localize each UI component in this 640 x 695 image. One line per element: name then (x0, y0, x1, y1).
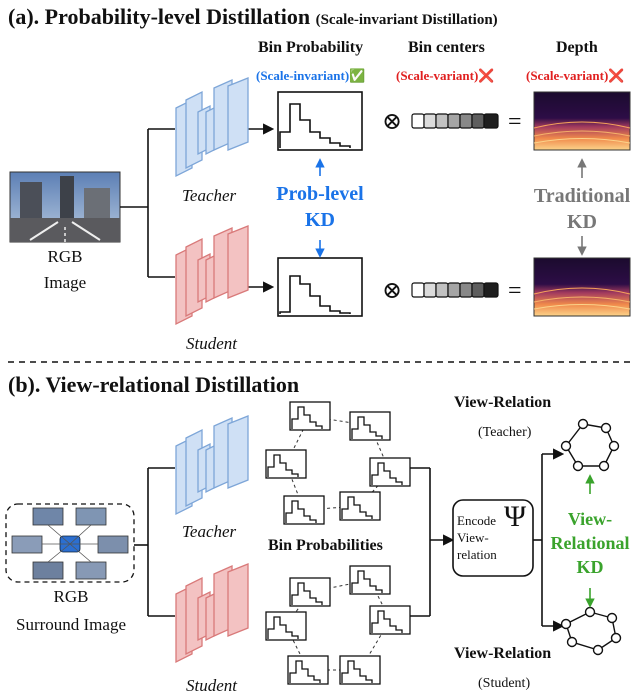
student-ring-histogram (339, 655, 381, 685)
otimes-symbol-student: ⊗ (382, 278, 403, 304)
teacher-ring-histogram (339, 491, 381, 521)
section-b-title: (b). View-relational Distillation (8, 372, 300, 397)
trad-kd-label-1: Traditional (533, 185, 631, 207)
encode-label-2: View- (457, 530, 489, 545)
teacher-network-b (175, 415, 249, 516)
branch-lines-a (120, 123, 275, 293)
rgb-label-b-2: Surround Image (15, 615, 126, 634)
trad-kd-label-2: KD (567, 211, 597, 233)
view-relation-teacher-paren: (Teacher) (478, 425, 532, 440)
view-relation-teacher-title: View-Relation (454, 394, 552, 411)
rgb-label-a-2: Image (43, 273, 87, 292)
bin-probability-ring-student (265, 565, 411, 685)
teacher-ring-histogram (369, 457, 411, 487)
depth-map-teacher (533, 91, 631, 151)
teacher-ring-histogram (283, 495, 325, 525)
vr-kd-label-1: View- (567, 509, 613, 529)
vr-kd-label-3: KD (576, 557, 604, 577)
tag-scale-variant-centers: (Scale-variant)❌ (396, 68, 495, 83)
col-bin-centers: Bin centers (408, 39, 485, 56)
teacher-label-b: Teacher (182, 522, 237, 541)
bin-centers-bar-student (411, 282, 499, 298)
bin-probability-ring-teacher (265, 401, 411, 525)
student-ring-histogram (369, 605, 411, 635)
surround-images (5, 503, 135, 583)
teacher-network-a (175, 77, 249, 178)
encode-label-3: relation (457, 547, 497, 562)
bin-centers-bar-teacher (411, 113, 499, 129)
equals-symbol-teacher: = (508, 109, 522, 135)
tag-scale-variant-depth: (Scale-variant)❌ (526, 68, 625, 83)
section-a-title: (a). Probability-level Distillation (Sca… (8, 6, 498, 28)
depth-map-student (533, 257, 631, 317)
teacher-ring-histogram (289, 401, 331, 431)
student-label-a: Student (186, 334, 237, 353)
student-ring-histogram (289, 577, 331, 607)
view-relation-student-paren: (Student) (478, 676, 531, 691)
view-relation-student-title: View-Relation (454, 645, 552, 662)
vr-kd-label-2: Relational (550, 533, 630, 553)
student-network-a (175, 225, 249, 326)
student-label-b: Student (186, 676, 237, 695)
encode-view-relation-box (452, 499, 534, 577)
tag-scale-invariant: (Scale-invariant)✅ (256, 68, 366, 83)
encode-label-1: Encode (457, 513, 496, 528)
teacher-ring-histogram (349, 411, 391, 441)
branch-lines-b (134, 448, 565, 632)
section-a-title-main: (a). Probability-level Distillation (8, 4, 311, 29)
view-relation-graph-teacher (560, 418, 620, 472)
rgb-label-b-1: RGB (53, 587, 89, 606)
bin-probabilities-label: Bin Probabilities (268, 537, 383, 554)
prob-kd-label-1: Prob-level (276, 183, 364, 205)
student-ring-histogram (265, 611, 307, 641)
prob-kd-label-2: KD (305, 209, 335, 231)
section-a-subtitle: (Scale-invariant Distillation) (315, 12, 498, 28)
teacher-ring-histogram (265, 449, 307, 479)
otimes-symbol-teacher: ⊗ (382, 109, 403, 135)
rgb-image (9, 171, 121, 243)
psi-symbol: Ψ (504, 500, 527, 533)
student-ring-histogram (349, 565, 391, 595)
teacher-label-a: Teacher (182, 186, 237, 205)
student-ring-histogram (287, 655, 329, 685)
rgb-label-a-1: RGB (47, 247, 83, 266)
bin-probability-histogram-teacher (277, 91, 363, 151)
student-network-b (175, 563, 249, 664)
equals-symbol-student: = (508, 278, 522, 304)
col-bin-probability: Bin Probability (258, 39, 364, 56)
col-depth: Depth (556, 39, 598, 56)
view-relation-graph-student (560, 606, 622, 656)
bin-probability-histogram-student (277, 257, 363, 317)
